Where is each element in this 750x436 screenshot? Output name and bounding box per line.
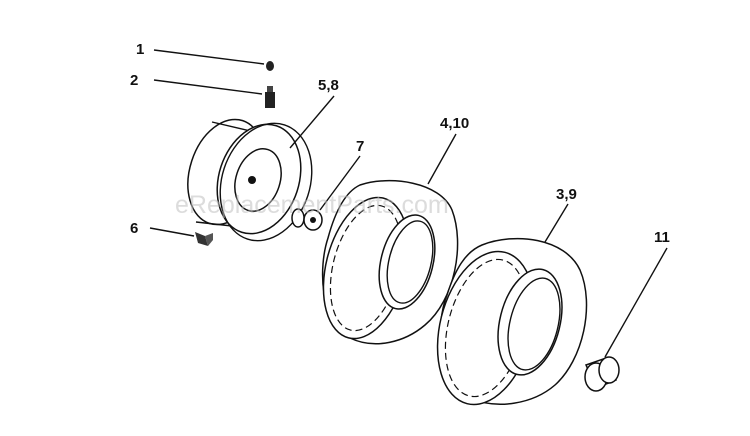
callout-11: 11 bbox=[654, 229, 670, 246]
valve-stem bbox=[265, 86, 275, 108]
front-tire bbox=[321, 179, 459, 345]
leader-lines bbox=[149, 49, 668, 358]
callout-4-10: 4,10 bbox=[440, 115, 469, 132]
callout-7: 7 bbox=[356, 138, 364, 155]
callout-3-9: 3,9 bbox=[556, 186, 577, 203]
bolt bbox=[195, 232, 213, 246]
seal-ring bbox=[219, 122, 313, 242]
spacer bbox=[291, 208, 323, 231]
watermark: eReplacementParts.com bbox=[175, 191, 449, 219]
bushing bbox=[584, 356, 620, 392]
callout-1: 1 bbox=[136, 41, 144, 58]
callout-6: 6 bbox=[130, 220, 138, 237]
rear-tire bbox=[436, 237, 588, 406]
valve-cap bbox=[266, 61, 274, 71]
callout-2: 2 bbox=[130, 72, 138, 89]
callout-5-8: 5,8 bbox=[318, 77, 339, 94]
wheel-rim bbox=[187, 118, 302, 235]
